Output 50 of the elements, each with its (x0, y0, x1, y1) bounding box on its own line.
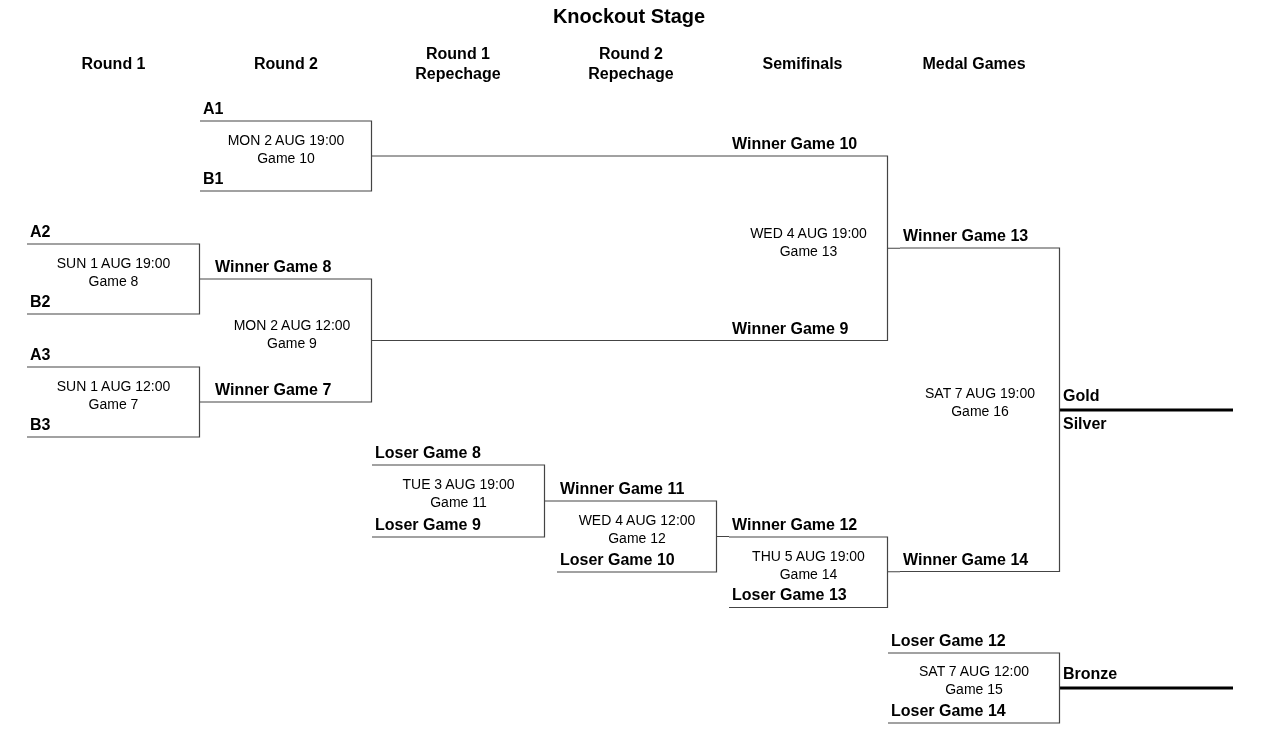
match-info: SUN 1 AUG 19:00 Game 8 (55, 254, 172, 290)
title: Knockout Stage (551, 4, 707, 28)
team-slot-label: Loser Game 10 (560, 550, 675, 570)
team-slot-label: B3 (30, 415, 51, 435)
match-info: WED 4 AUG 19:00 Game 13 (749, 224, 868, 260)
team-slot-label: Loser Game 14 (891, 701, 1006, 721)
match-info: WED 4 AUG 12:00 Game 12 (577, 511, 697, 547)
team-slot-label: Loser Game 12 (891, 631, 1006, 651)
match-info: MON 2 AUG 12:00 Game 9 (232, 316, 352, 352)
team-slot-label: Winner Game 12 (732, 514, 858, 535)
match-info: SAT 7 AUG 19:00 Game 16 (924, 384, 1036, 420)
team-slot-label: A1 (203, 99, 224, 119)
bracket-line (544, 500, 558, 502)
match-info: SAT 7 AUG 12:00 Game 15 (918, 662, 1030, 698)
bracket-line (199, 278, 213, 280)
column-heading: Round 1 (80, 54, 147, 74)
medal-label: Gold (1063, 386, 1100, 406)
team-slot-label: B2 (30, 292, 51, 312)
team-slot-label: Loser Game 9 (375, 515, 481, 535)
team-slot-label: Winner Game 7 (215, 380, 332, 400)
team-slot-label: Loser Game 8 (375, 443, 481, 463)
team-slot-label: Winner Game 11 (560, 479, 685, 499)
column-heading: Semifinals (761, 54, 844, 74)
bracket-line (887, 247, 901, 249)
medal-label: Bronze (1063, 664, 1118, 684)
column-heading: Round 2 Repechage (587, 44, 675, 84)
team-slot-label: Loser Game 13 (732, 585, 847, 605)
match-info: TUE 3 AUG 19:00 Game 11 (401, 475, 516, 511)
match-info: MON 2 AUG 19:00 Game 10 (226, 131, 346, 167)
team-slot-label: A3 (30, 345, 51, 365)
bracket-line (887, 571, 901, 573)
column-heading: Medal Games (921, 54, 1027, 74)
match-info: SUN 1 AUG 12:00 Game 7 (55, 377, 172, 413)
column-heading: Round 1 Repechage (414, 44, 502, 84)
team-slot-label: Winner Game 10 (732, 134, 858, 154)
column-heading: Round 2 (253, 54, 319, 74)
team-slot-label: Winner Game 9 (732, 318, 849, 339)
match-info: THU 5 AUG 19:00 Game 14 (751, 547, 866, 583)
bracket-line (716, 536, 730, 537)
bracket-line (1060, 686, 1233, 690)
team-slot-label: Winner Game 13 (903, 226, 1029, 247)
team-slot-label: Winner Game 8 (215, 257, 332, 277)
bracket-line (371, 340, 730, 341)
team-slot-label: A2 (30, 222, 51, 242)
team-slot-label: B1 (203, 169, 224, 189)
bracket-line (371, 155, 730, 157)
medal-label: Silver (1063, 414, 1107, 434)
bracket-line (1060, 408, 1233, 412)
bracket-line (199, 401, 213, 403)
team-slot-label: Winner Game 14 (903, 549, 1029, 570)
